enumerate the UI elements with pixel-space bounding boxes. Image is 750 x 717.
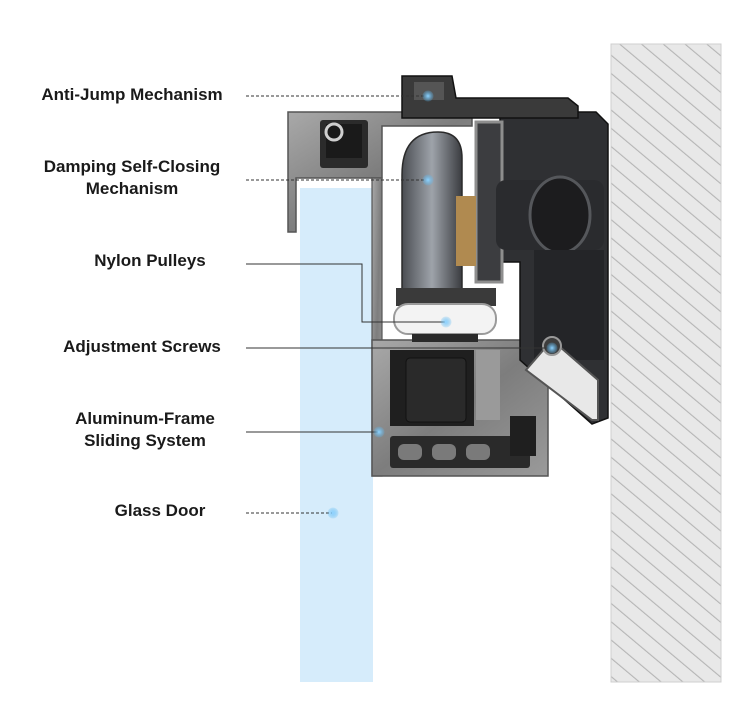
dot-adjustment [546,342,558,354]
roller-carriage [462,111,609,425]
aluminum-frame [287,111,549,477]
dot-aluminum [373,426,385,438]
leader-lines [246,95,552,514]
label-glass-door: Glass Door [80,500,240,522]
label-anti-jump-mechanism: Anti-Jump Mechanism [20,84,244,106]
label-aluminum-line2: Sliding System [84,431,206,450]
label-damping-line1: Damping Self-Closing [43,157,221,176]
callout-dots [327,90,558,519]
leader-nylon [246,263,445,323]
label-aluminum-line1: Aluminum-Frame [75,409,215,428]
label-nylon-pulleys: Nylon Pulleys [60,250,240,272]
damping-tube [401,131,476,293]
label-glass-text: Glass Door [114,501,206,520]
label-adjustment-screws: Adjustment Screws [40,336,244,358]
dot-anti-jump [422,90,434,102]
label-damping-line2: Mechanism [85,179,179,198]
dot-glass [327,507,339,519]
label-aluminum-frame-sliding-system: Aluminum-Frame Sliding System [50,408,240,452]
nylon-pulley [393,288,497,342]
dot-nylon [440,316,452,328]
dot-damping [422,174,434,186]
label-damping-self-closing-mechanism: Damping Self-Closing Mechanism [20,156,244,200]
glass-door-panel [300,188,373,682]
label-nylon-text: Nylon Pulleys [94,251,206,270]
label-adjustment-text: Adjustment Screws [63,337,221,356]
label-anti-jump-text: Anti-Jump Mechanism [41,85,223,104]
wall [610,43,722,683]
